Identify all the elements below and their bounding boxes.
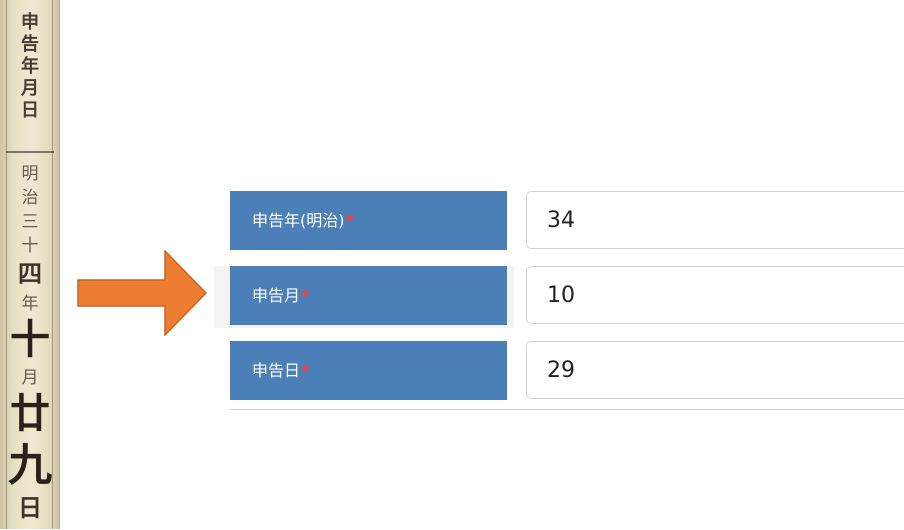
document-glyph: 廿 — [10, 390, 50, 437]
document-glyph: 十 — [21, 236, 39, 256]
form-row-year: 申告年(明治)* — [230, 191, 904, 251]
day-label-text: 申告日 — [252, 361, 301, 380]
document-divider — [6, 151, 54, 153]
required-mark: * — [301, 286, 310, 305]
form-bottom-divider — [230, 409, 904, 410]
year-label: 申告年(明治)* — [230, 191, 507, 250]
scanned-document-strip: 申 告 年 月 日 明 治 三 十 四 年 十 月 廿 九 日 — [0, 0, 60, 529]
form-row-month: 申告月* — [230, 266, 904, 326]
day-input[interactable] — [526, 341, 904, 399]
document-glyph: 月 — [21, 78, 39, 99]
document-glyph: 申 — [21, 12, 39, 33]
document-glyph: 日 — [18, 493, 42, 522]
required-mark: * — [345, 211, 354, 230]
document-glyph: 九 — [8, 440, 52, 491]
arrow-shape — [77, 250, 207, 336]
month-label-text: 申告月 — [252, 286, 301, 305]
required-mark: * — [301, 361, 310, 380]
document-glyph: 三 — [21, 212, 39, 232]
month-label: 申告月* — [230, 266, 507, 325]
form-row-day: 申告日* — [230, 341, 904, 401]
document-header-column: 申 告 年 月 日 — [0, 14, 60, 124]
document-glyph: 告 — [21, 34, 39, 55]
document-glyph: 年 — [21, 56, 39, 77]
document-glyph: 治 — [21, 188, 39, 208]
document-glyph: 月 — [21, 368, 39, 388]
document-glyph: 明 — [21, 164, 39, 184]
month-input[interactable] — [526, 266, 904, 324]
day-label: 申告日* — [230, 341, 507, 400]
document-value-column: 明 治 三 十 四 年 十 月 廿 九 日 — [0, 166, 60, 530]
year-label-text: 申告年(明治) — [252, 211, 345, 230]
arrow-right-icon — [77, 250, 207, 336]
document-glyph: 年 — [21, 294, 39, 314]
document-glyph: 十 — [10, 316, 50, 363]
document-glyph: 四 — [18, 259, 42, 288]
year-input[interactable] — [526, 191, 904, 249]
document-glyph: 日 — [21, 100, 39, 121]
